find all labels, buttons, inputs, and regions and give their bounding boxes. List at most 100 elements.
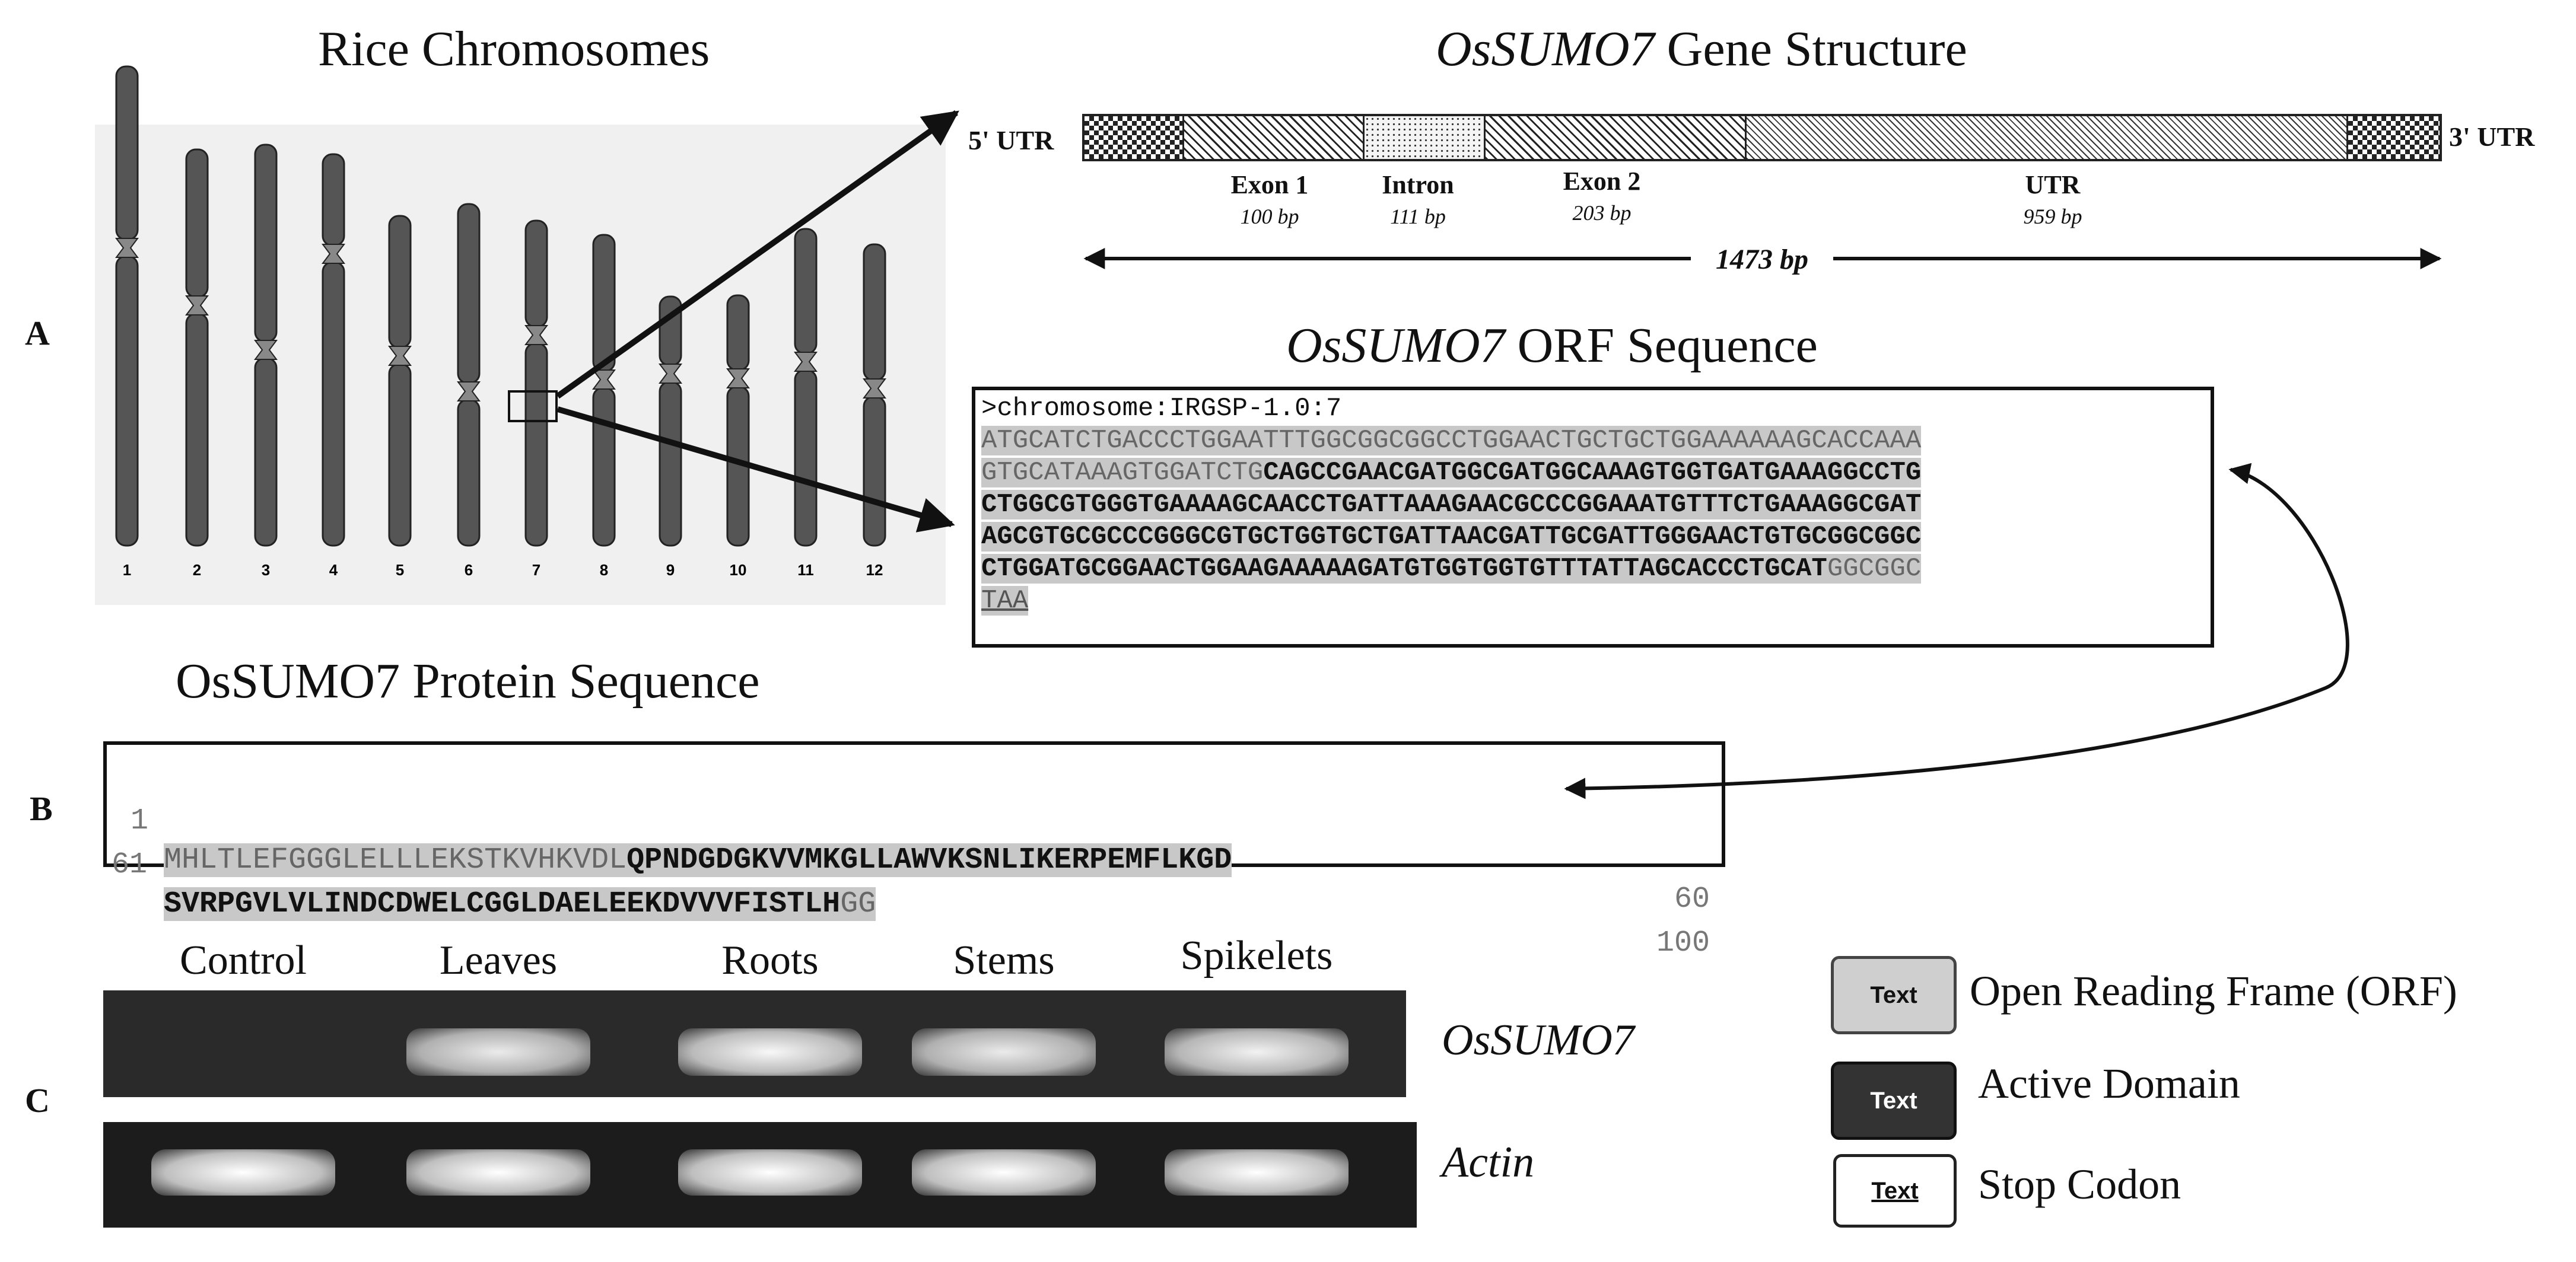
gene-structure-title-suffix: Gene Structure — [1654, 21, 1967, 77]
protein-sequence-box: 1 MHLTLEFGGGLELLLEKSTKVHKVDLQPNDGDGKVVMK… — [103, 741, 1725, 960]
protein-line-1-plain: MHLTLEFGGGLELLLEKSTKVHKVDL — [164, 843, 627, 877]
gel-ossumo7 — [103, 990, 1406, 1097]
gene-locus-box — [508, 390, 558, 422]
ossumo7-band-5 — [1165, 1028, 1349, 1076]
gene-structure-gene-name: OsSUMO7 — [1436, 21, 1655, 77]
chromosome-label-12: 12 — [866, 561, 883, 579]
intron-size: 111 bp — [1390, 205, 1446, 228]
actin-band-4 — [912, 1149, 1096, 1196]
chromosome-label-6: 6 — [465, 561, 473, 579]
actin-band-2 — [406, 1149, 590, 1196]
legend-label-orf: Open Reading Frame (ORF) — [1970, 967, 2457, 1015]
orf-line-1: ATGCATCTGACCCTGGAATTTGGCGGCGGCCTGGAACTGC… — [981, 425, 2205, 457]
actin-band-1 — [151, 1149, 335, 1196]
orf-line-1-plain: ATGCATCTGACCCTGGAATTTGGCGGCGGCCTGGAACTGC… — [981, 426, 1922, 455]
utr-label: UTR — [2025, 170, 2081, 199]
legend-swatch-stop-codon-text: Text — [1871, 1177, 1919, 1204]
orf-line-2-plain: GTGCATAAAGTGGATCTG — [981, 458, 1264, 487]
three-prime-utr-label: 3' UTR — [2449, 122, 2535, 152]
protein-line-1: 1 MHLTLEFGGGLELLLEKSTKVHKVDLQPNDGDGKVVMK… — [107, 763, 1722, 916]
legend-swatch-active-domain: Text — [1831, 1062, 1957, 1140]
chromosome-11 — [794, 228, 818, 547]
gel-gene-label-ossumo7: OsSUMO7 — [1442, 1016, 1634, 1065]
five-prime-utr-segment — [1085, 116, 1184, 159]
chromosome-label-4: 4 — [329, 561, 338, 579]
protein-line-2-seq: SVRPGVLVLINDCDWELCGGLDAELEEKDVVVFISTLHGG — [164, 885, 876, 924]
zoom-arrow-lower — [556, 406, 955, 533]
legend-swatch-orf: Text — [1831, 956, 1957, 1034]
chromosome-7 — [524, 219, 548, 547]
utr-segment — [1747, 116, 2348, 159]
ossumo7-band-3 — [678, 1028, 862, 1076]
intron-label: Intron — [1382, 170, 1454, 199]
chromosome-2 — [185, 148, 209, 547]
ossumo7-band-2 — [406, 1028, 590, 1076]
ossumo7-band-4 — [912, 1028, 1096, 1076]
gel-gene-label-actin: Actin — [1442, 1138, 1535, 1187]
legend-label-stop-codon: Stop Codon — [1978, 1161, 2181, 1208]
total-length-label: 1473 bp — [1697, 243, 1827, 276]
chromosome-9 — [659, 295, 682, 547]
protein-line-1-start: 1 — [131, 804, 149, 838]
orf-stop-codon: TAA — [981, 586, 1029, 616]
chromosome-label-1: 1 — [123, 561, 131, 579]
lane-label-leaves: Leaves — [439, 938, 558, 983]
protein-title: OsSUMO7 Protein Sequence — [176, 654, 760, 709]
protein-line-2-start: 61 — [112, 848, 148, 882]
protein-line-2-end: 100 — [1656, 926, 1710, 960]
lane-label-stems: Stems — [953, 938, 1055, 983]
exon2-label: Exon 2 — [1563, 167, 1641, 196]
chromosome-label-7: 7 — [532, 561, 540, 579]
orf-header: >chromosome:IRGSP-1.0:7 — [981, 394, 1342, 423]
lane-label-roots: Roots — [721, 938, 819, 983]
exon2-size: 203 bp — [1572, 201, 1632, 225]
panel-label-c: C — [25, 1081, 50, 1120]
legend-swatch-stop-codon: Text — [1833, 1154, 1957, 1228]
chromosome-5 — [388, 215, 412, 547]
panel-label-b: B — [30, 789, 53, 828]
actin-band-5 — [1165, 1149, 1349, 1196]
orf-title-suffix: ORF Sequence — [1505, 318, 1818, 373]
chromosome-label-5: 5 — [396, 561, 404, 579]
chromosome-10 — [726, 294, 750, 547]
chromosome-label-2: 2 — [193, 561, 201, 579]
protein-line-1-seq: MHLTLEFGGGLELLLEKSTKVHKVDLQPNDGDGKVVMKGL… — [164, 841, 1232, 880]
legend-label-active-domain: Active Domain — [1978, 1060, 2240, 1107]
protein-line-1-end: 60 — [1674, 882, 1710, 916]
panel-label-a: A — [25, 314, 50, 352]
orf-line-6: TAA — [981, 585, 2205, 617]
intron-segment — [1365, 116, 1486, 159]
chromosome-4 — [322, 153, 345, 547]
chromosome-6 — [457, 203, 481, 547]
exon1-segment — [1184, 116, 1365, 159]
protein-line-2-plain: GG — [840, 887, 876, 921]
orf-title: OsSUMO7 ORF Sequence — [1286, 317, 1818, 374]
exon1-size: 100 bp — [1240, 205, 1299, 228]
protein-line-2-bold: SVRPGVLVLINDCDWELCGGLDAELEEKDVVVFISTLH — [164, 887, 841, 921]
chromosome-1 — [115, 65, 139, 547]
exon2-segment — [1486, 116, 1747, 159]
chromosome-label-9: 9 — [666, 561, 675, 579]
chromosome-label-10: 10 — [730, 561, 747, 579]
protein-line-2: 61 SVRPGVLVLINDCDWELCGGLDAELEEKDVVVFISTL… — [107, 807, 1722, 960]
protein-line-1-bold: QPNDGDGKVVMKGLLAWVKSNLIKERPEMFLKGD — [626, 843, 1232, 877]
chromosome-3 — [254, 144, 278, 547]
gene-structure-title: OsSUMO7 Gene Structure — [1436, 20, 1967, 78]
lane-label-spikelets: Spikelets — [1180, 933, 1333, 979]
orf-to-protein-arrow — [1564, 463, 2349, 799]
lane-label-control: Control — [180, 938, 307, 983]
zoom-arrow-upper — [556, 110, 959, 399]
chromosome-label-11: 11 — [797, 561, 814, 579]
actin-band-3 — [678, 1149, 862, 1196]
five-prime-utr-label: 5' UTR — [968, 125, 1054, 155]
orf-title-gene-name: OsSUMO7 — [1286, 318, 1505, 373]
chromosomes-title: Rice Chromosomes — [318, 21, 710, 77]
chromosome-12 — [863, 243, 886, 547]
chromosome-label-3: 3 — [262, 561, 270, 579]
utr-size: 959 bp — [2023, 205, 2082, 228]
gel-actin — [103, 1122, 1417, 1228]
three-prime-utr-segment — [2348, 116, 2440, 159]
gene-structure-bar — [1082, 114, 2442, 161]
